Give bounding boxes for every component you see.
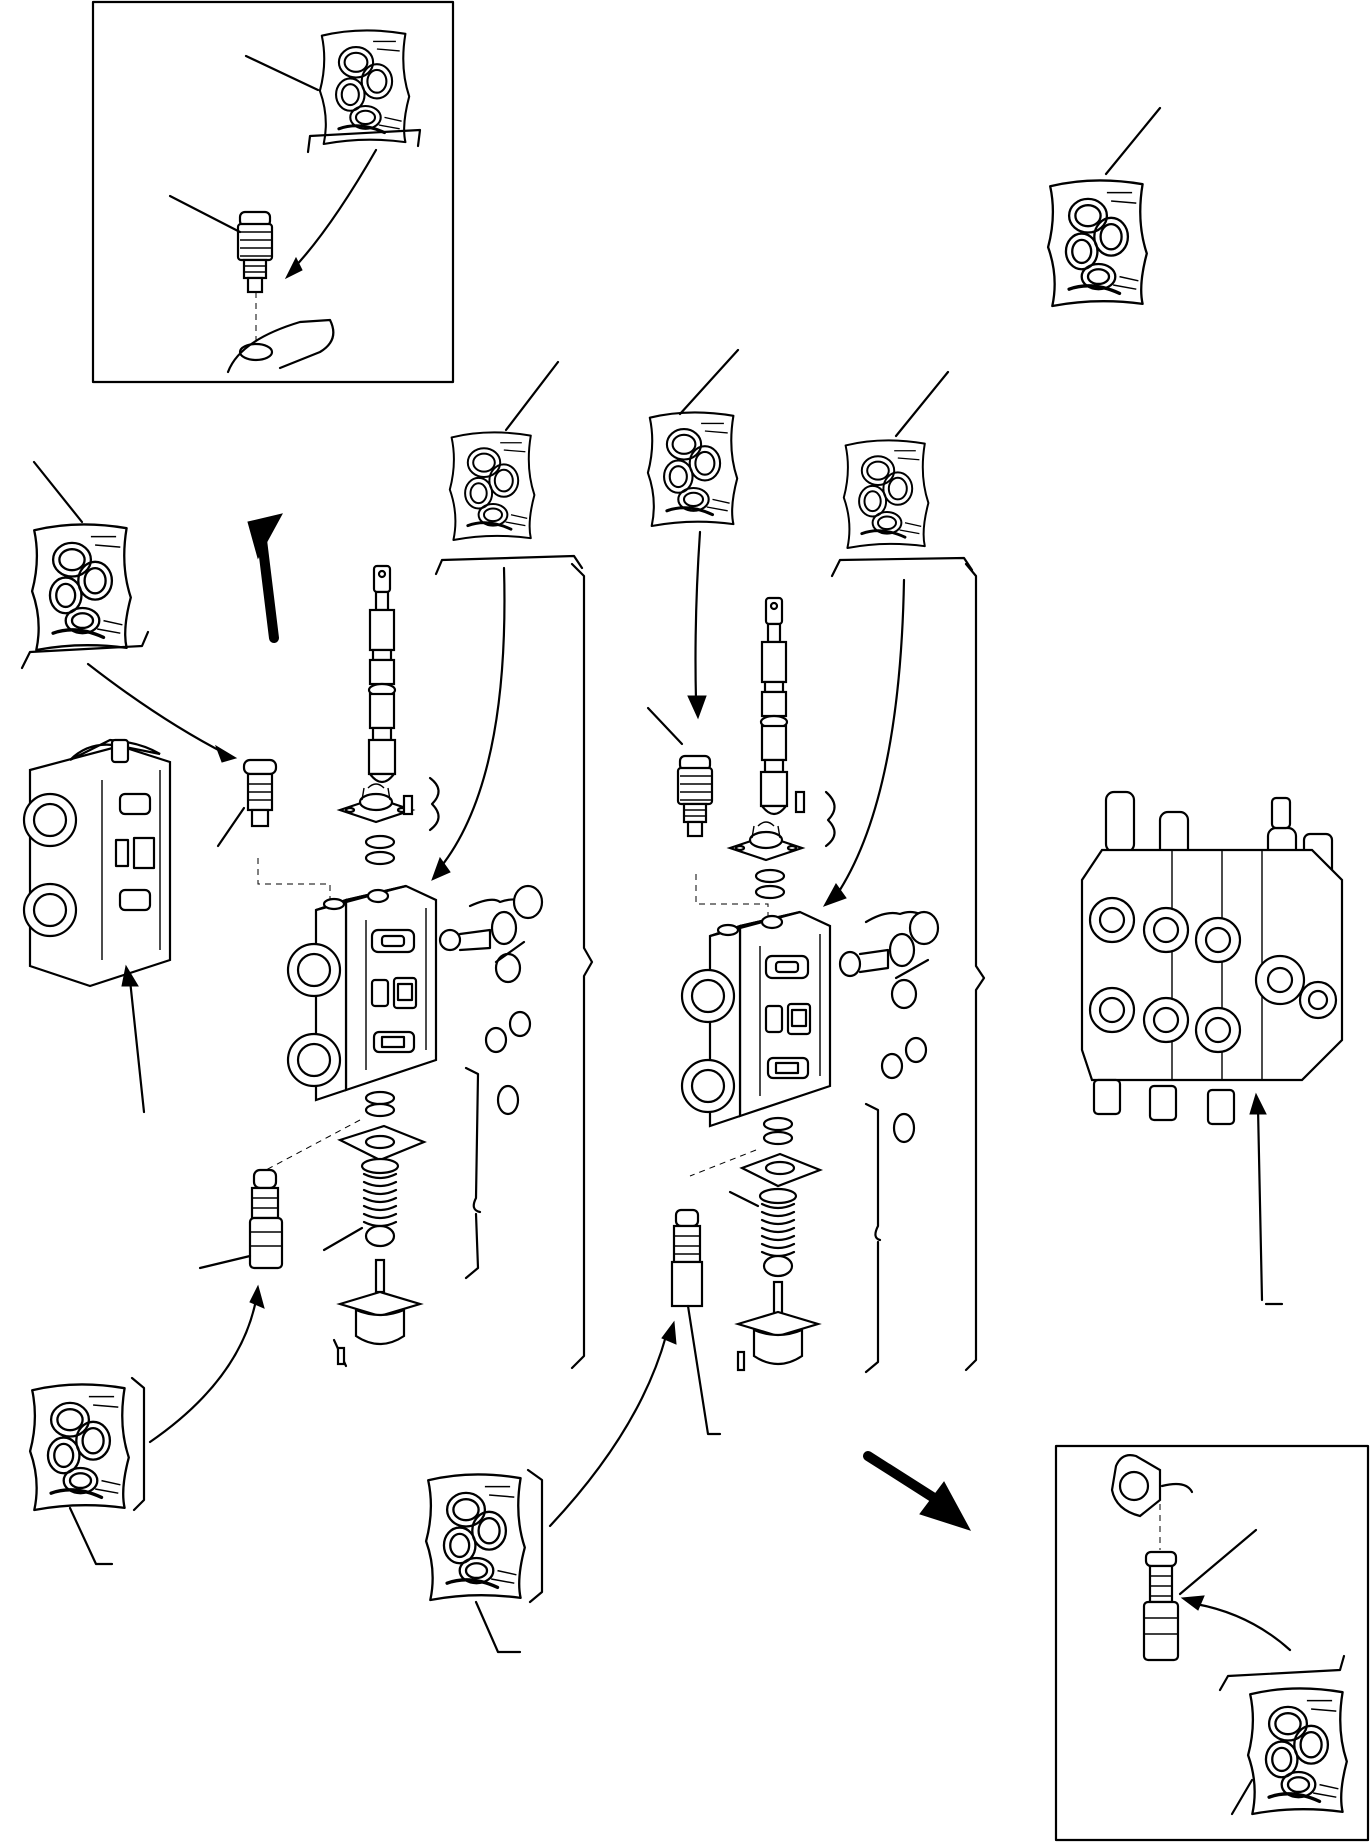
spring-left [360, 1157, 400, 1248]
end-cap-left [336, 1290, 424, 1346]
seal-kit-bag-icon [1246, 1686, 1349, 1816]
assembled-valve-bank [1080, 790, 1344, 1126]
union-fitting [1110, 1454, 1194, 1518]
spool-right [759, 596, 789, 816]
cartridge-valve [248, 1168, 284, 1270]
arrow-up-icon [247, 513, 283, 643]
detail-inset-bottom-right [1054, 1444, 1370, 1842]
seal-kit-bag-icon [30, 522, 133, 652]
valve-section-right [680, 910, 832, 1128]
spring-right [758, 1187, 798, 1278]
cartridge-valve [1142, 1550, 1180, 1662]
seal-kit-bag-icon [448, 430, 536, 542]
flange-left [338, 782, 414, 824]
plate-left [337, 1124, 427, 1162]
seal-kit-bag-icon [28, 1382, 131, 1512]
assembled-section-view [22, 738, 172, 988]
plate-right [739, 1152, 824, 1188]
end-cap-right [734, 1310, 822, 1366]
seal-kit-bag-icon [842, 438, 930, 550]
cartridge-valve [670, 1208, 704, 1308]
valve-section-left [286, 884, 438, 1102]
seal-kit-bag-icon [318, 28, 411, 146]
spool-left [367, 564, 397, 784]
cartridge-valve [236, 210, 274, 294]
arrow-down-right-icon [863, 1451, 972, 1531]
seal-kit-bag-icon [424, 1472, 527, 1602]
seal-kit-bag-icon [1046, 178, 1149, 308]
cartridge-valve [242, 758, 278, 828]
cartridge-valve [676, 754, 714, 838]
seal-kit-bag-icon [646, 410, 739, 528]
flange-right [728, 820, 804, 862]
detail-inset-top-left [91, 0, 455, 384]
